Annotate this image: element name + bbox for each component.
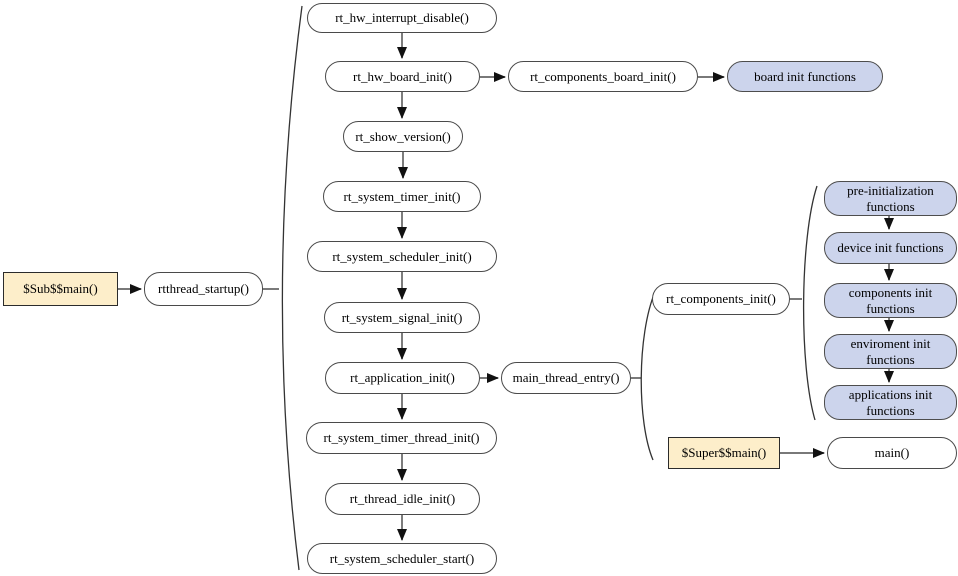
node-system-scheduler-start: rt_system_scheduler_start(): [307, 543, 497, 574]
node-system-scheduler-init: rt_system_scheduler_init(): [307, 241, 497, 272]
node-pre-initialization-functions-label: pre-initialization functions: [847, 183, 934, 214]
node-applications-init-functions: applications init functions: [824, 385, 957, 420]
node-thread-idle-init-label: rt_thread_idle_init(): [349, 491, 456, 507]
node-thread-idle-init: rt_thread_idle_init(): [325, 483, 480, 515]
node-hw-interrupt-disable: rt_hw_interrupt_disable(): [307, 3, 497, 33]
node-components-init-functions-label: components init functions: [848, 285, 933, 316]
node-enviroment-init-functions-label: enviroment init functions: [850, 336, 931, 367]
node-device-init-functions: device init functions: [824, 232, 957, 264]
node-hw-interrupt-disable-label: rt_hw_interrupt_disable(): [335, 10, 469, 26]
node-show-version: rt_show_version(): [343, 121, 463, 152]
node-show-version-label: rt_show_version(): [355, 128, 451, 144]
node-system-signal-init: rt_system_signal_init(): [324, 302, 480, 333]
node-hw-board-init: rt_hw_board_init(): [325, 61, 480, 92]
node-main-label: main(): [874, 445, 910, 461]
node-device-init-functions-label: device init functions: [837, 240, 944, 256]
node-application-init: rt_application_init(): [325, 362, 480, 394]
node-system-timer-thread-init: rt_system_timer_thread_init(): [306, 422, 497, 454]
node-components-init: rt_components_init(): [652, 283, 790, 315]
node-rtthread-startup-label: rtthread_startup(): [158, 281, 249, 297]
node-main-thread-entry: main_thread_entry(): [501, 362, 631, 394]
node-sub-main: $Sub$$main(): [3, 272, 118, 306]
main-thread-brace: [640, 291, 656, 461]
node-components-init-label: rt_components_init(): [666, 291, 776, 307]
node-sub-main-label: $Sub$$main(): [23, 281, 98, 297]
node-system-timer-thread-init-label: rt_system_timer_thread_init(): [323, 430, 480, 446]
node-applications-init-functions-label: applications init functions: [848, 387, 933, 418]
node-system-scheduler-start-label: rt_system_scheduler_start(): [329, 550, 475, 566]
node-pre-initialization-functions: pre-initialization functions: [824, 181, 957, 216]
node-enviroment-init-functions: enviroment init functions: [824, 334, 957, 369]
node-system-signal-init-label: rt_system_signal_init(): [341, 309, 463, 325]
node-components-board-init-label: rt_components_board_init(): [530, 68, 676, 84]
node-application-init-label: rt_application_init(): [350, 370, 455, 386]
node-components-init-functions: components init functions: [824, 283, 957, 318]
node-components-board-init: rt_components_board_init(): [508, 61, 698, 92]
node-system-scheduler-init-label: rt_system_scheduler_init(): [332, 248, 472, 264]
node-super-main: $Super$$main(): [668, 437, 780, 469]
node-system-timer-init: rt_system_timer_init(): [323, 181, 481, 212]
node-main: main(): [827, 437, 957, 469]
node-board-init-functions-label: board init functions: [754, 68, 856, 84]
startup-sequence-brace: [281, 5, 303, 571]
init-functions-brace: [802, 185, 818, 421]
node-main-thread-entry-label: main_thread_entry(): [512, 370, 620, 386]
node-rtthread-startup: rtthread_startup(): [144, 272, 263, 306]
node-hw-board-init-label: rt_hw_board_init(): [353, 68, 452, 84]
node-system-timer-init-label: rt_system_timer_init(): [343, 188, 461, 204]
node-board-init-functions: board init functions: [727, 61, 883, 92]
node-super-main-label: $Super$$main(): [681, 445, 767, 461]
